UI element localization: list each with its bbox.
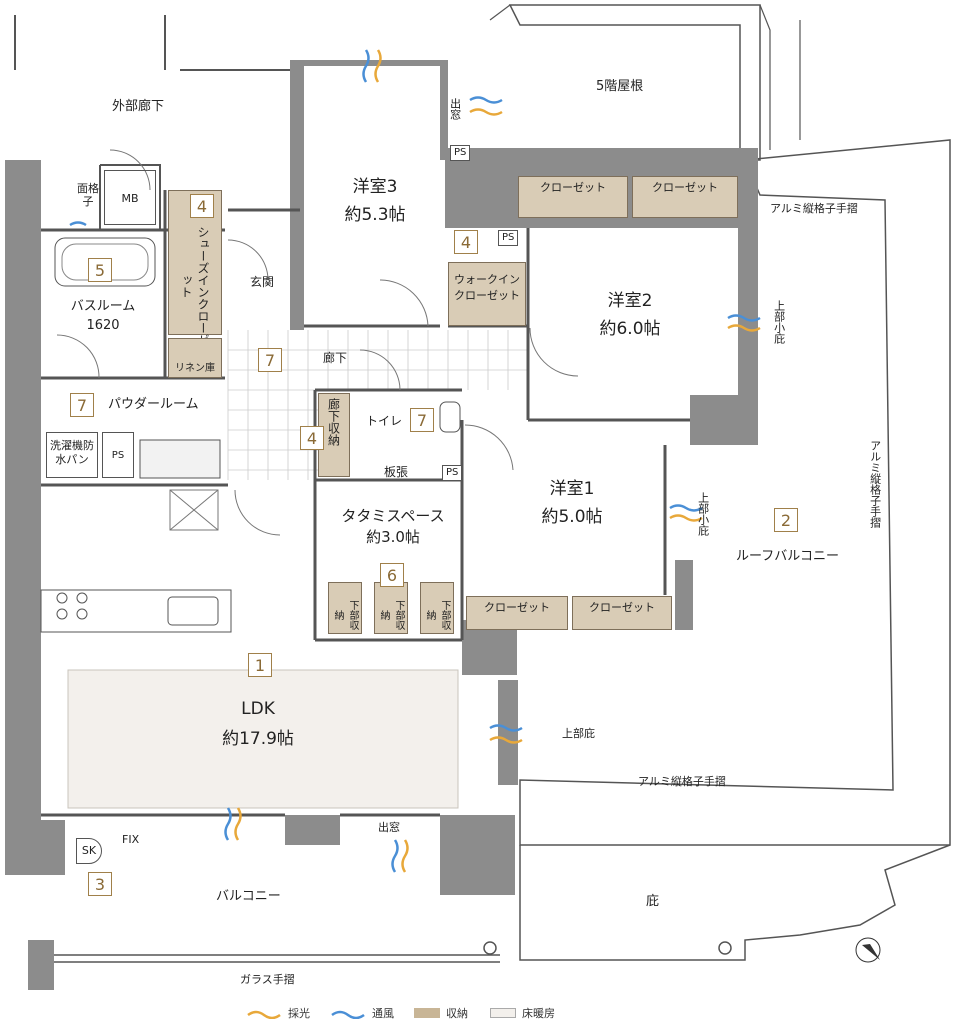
ventilation-light-marks xyxy=(69,49,761,873)
badge-6: 6 xyxy=(380,563,404,587)
badge-7-hall: 7 xyxy=(258,348,282,372)
roof-balcony-outline xyxy=(519,139,951,846)
door-swings xyxy=(56,149,579,536)
sk-sink: SK xyxy=(76,838,102,864)
glass-rail: ガラス手摺 xyxy=(240,973,295,986)
legend-wind: 通風 xyxy=(330,1006,394,1020)
badge-4-shoes: 4 xyxy=(190,194,214,218)
roof-balcony: ルーフバルコニー xyxy=(736,549,839,564)
room-tatami: タタミスペース約3.0帖 xyxy=(341,507,445,547)
lattice: 面格子 xyxy=(77,182,99,208)
eaves: 庇 xyxy=(646,894,660,909)
badge-4-walkin: 4 xyxy=(454,230,478,254)
wind-wave-icon xyxy=(331,1010,365,1019)
mb-box: MB xyxy=(104,170,156,225)
room-entrance: 玄関 xyxy=(250,275,275,289)
under-storage-c: 下部収納 xyxy=(420,582,454,634)
badge-7-powder: 7 xyxy=(70,393,94,417)
closet-western1-b: クローゼット xyxy=(572,596,672,630)
roof-5f-edge xyxy=(489,4,801,150)
closet-western1-a: クローゼット xyxy=(466,596,568,630)
closet-western2-b: クローゼット xyxy=(632,176,738,218)
vanity-counter xyxy=(139,439,221,479)
ps-box-3: PS xyxy=(102,432,134,478)
hall-tiles xyxy=(227,330,528,480)
ps-box-4: PS xyxy=(442,465,463,481)
storage-swatch xyxy=(414,1008,440,1018)
badge-3: 3 xyxy=(88,872,112,896)
plank-floor: 板張 xyxy=(384,465,409,479)
walk-in-closet: ウォークインクローゼット xyxy=(448,262,526,326)
stove-icon xyxy=(56,592,88,620)
bay-window-top: 出窓 xyxy=(448,98,462,120)
compass-icon xyxy=(855,937,881,963)
legend-light: 採光 xyxy=(246,1006,310,1020)
badge-4-hall: 4 xyxy=(300,426,324,450)
badge-5: 5 xyxy=(88,258,112,282)
badge-7-toilet: 7 xyxy=(410,408,434,432)
fix-window: FIX xyxy=(122,833,140,846)
room-powder: パウダールーム xyxy=(108,397,199,412)
legend-floor-heating: 床暖房 xyxy=(490,1006,555,1020)
alu-rail-bottom: アルミ縦格子手摺 xyxy=(638,775,726,788)
balcony-railing xyxy=(54,941,732,963)
under-storage-a: 下部収納 xyxy=(328,582,362,634)
linen-storage: リネン庫 xyxy=(168,338,222,378)
room-toilet: トイレ xyxy=(366,414,403,428)
under-storage-b: 下部収納 xyxy=(374,582,408,634)
outer-corridor-walls xyxy=(14,15,290,230)
interior-walls xyxy=(41,190,690,817)
bay-window-bottom: 出窓 xyxy=(378,821,400,834)
upper-small-eaves-2: 上部小庇 xyxy=(696,492,710,536)
eaves-outline xyxy=(519,844,951,961)
upper-small-eaves-1: 上部小庇 xyxy=(772,300,786,344)
sink xyxy=(167,596,219,626)
alu-rail-top: アルミ縦格子手摺 xyxy=(770,202,858,215)
legend-storage: 収納 xyxy=(414,1006,468,1020)
walls xyxy=(5,60,758,990)
kitchen-counter xyxy=(40,589,232,633)
light-wave-icon xyxy=(247,1010,281,1019)
duct-void xyxy=(169,489,219,531)
ps-box-1: PS xyxy=(450,145,471,161)
alu-rail-right: アルミ縦格子手摺 xyxy=(868,440,882,528)
badge-1: 1 xyxy=(248,653,272,677)
closet-western2-a: クローゼット xyxy=(518,176,628,218)
badge-2: 2 xyxy=(774,508,798,532)
ps-box-2: PS xyxy=(498,230,519,246)
upper-eaves: 上部庇 xyxy=(562,727,595,740)
room-hall: 廊下 xyxy=(323,351,348,365)
floor-heating-area xyxy=(67,669,459,809)
washer-pan: 洗濯機防水パン xyxy=(46,432,98,478)
balcony: バルコニー xyxy=(216,889,281,904)
floor-heating-swatch xyxy=(490,1008,516,1018)
roof-5f: 5階屋根 xyxy=(596,79,644,94)
outer-corridor: 外部廊下 xyxy=(112,99,165,114)
toilet-fixture xyxy=(439,401,461,433)
